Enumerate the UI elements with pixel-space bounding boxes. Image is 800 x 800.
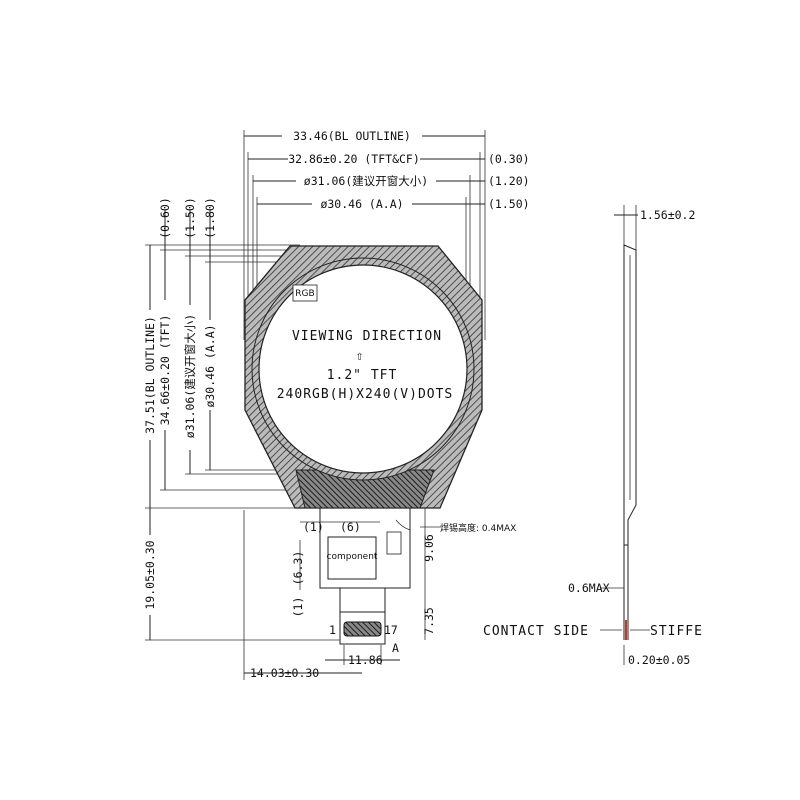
dim-fpc-1-side: (1) [291,597,305,618]
dim-margin-150-left: (1.50) [183,197,197,239]
dim-active-area-width: ø30.46 (A.A) [320,197,403,211]
dim-margin-180: (1.80) [203,197,217,239]
solder-height-note: 焊锡高度: 0.4MAX [440,522,516,534]
dim-margin-120: (1.20) [488,174,530,188]
contact-side-label: CONTACT SIDE [483,624,589,639]
component-box [327,536,377,580]
dim-tft-height: 34.66±0.20 (TFT) [158,315,172,426]
dim-fpc-14-03: 14.03±0.30 [250,666,319,680]
dim-margin-060: (0.60) [158,197,172,239]
component-label: component [327,552,378,562]
dim-tft-width: 32.86±0.20 (TFT&CF) [288,152,420,166]
dim-fpc-11-86: 11.86 [348,653,383,667]
top-dimensions: 33.46(BL OUTLINE) 32.86±0.20 (TFT&CF) ø3… [243,129,530,340]
pin-1-label: 1 [329,623,336,637]
dim-active-area-height: ø30.46 (A.A) [203,324,217,407]
fpc-tail [339,611,386,645]
pin-17-label: 17 [384,623,398,637]
fpc-body [319,507,411,589]
side-max-06: 0.6MAX [568,581,610,595]
dim-fpc-6-3: (6.3) [291,551,305,586]
dim-fpc-7-35: 7.35 [422,607,436,635]
stiffener-label: STIFFE [650,624,703,639]
fpc-area: component 焊锡高度: 0.4MAX (1) (6) (6.3) (1)… [143,507,516,680]
dim-margin-150: (1.50) [488,197,530,211]
rgb-mark-label: RGB [295,289,314,299]
dim-bl-outline-width: 33.46(BL OUTLINE) [293,129,411,143]
active-area-circle [258,264,468,474]
side-thickness-dim: 1.56±0.2 [640,208,695,222]
dim-fpc-1-top: (1) [303,520,324,534]
side-view: 1.56±0.2 0.6MAX CONTACT SIDE STIFFE 0.20… [483,205,703,667]
fpc-pins [343,621,382,637]
dim-fpc-9-06: 9.06 [422,534,436,562]
rgb-mark [292,284,318,302]
dim-open-window-width: ø31.06(建议开窗大小) [304,174,428,188]
left-dimensions: 37.51(BL OUTLINE) 34.66±0.20 (TFT) ø31.0… [143,197,300,509]
label-a: A [392,641,399,655]
viewing-direction-label: VIEWING DIRECTION [292,329,442,344]
stiffener-thickness: 0.20±0.05 [628,653,690,667]
dim-bl-outline-height: 37.51(BL OUTLINE) [143,316,157,434]
solder-pad [386,531,402,555]
display-module: RGB VIEWING DIRECTION ⇧ 1.2" TFT 240RGB(… [244,245,483,509]
resolution-label: 240RGB(H)X240(V)DOTS [277,387,454,402]
up-arrow-icon: ⇧ [356,349,365,364]
display-size-label: 1.2" TFT [327,368,398,383]
dim-fpc-6: (6) [340,520,361,534]
dim-open-window-height: ø31.06(建议开窗大小) [183,314,197,438]
dim-fpc-19-05: 19.05±0.30 [143,540,157,609]
dim-margin-030: (0.30) [488,152,530,166]
